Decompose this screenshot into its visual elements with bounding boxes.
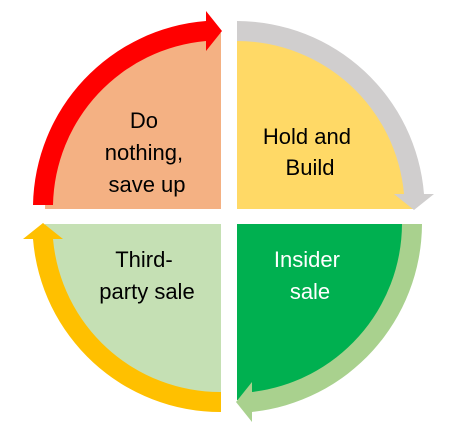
quadrant-bottom-left-label: Third- party sale: [99, 247, 194, 304]
quadrant-bottom-left-wedge: [45, 224, 221, 400]
quadrant-top-left-line-2: nothing,: [105, 140, 183, 165]
quadrant-top-right-label: Hold and Build: [263, 124, 357, 180]
quadrant-bottom-right-line-2: sale: [290, 279, 330, 304]
quadrant-bottom-right-wedge: [237, 224, 413, 400]
quadrant-bottom-left-line-1: Third-: [115, 247, 172, 272]
quadrant-bottom-right-label: Insider sale: [274, 247, 346, 304]
arrow-top-left: [33, 11, 222, 205]
quadrant-top-left-line-3: save up: [108, 172, 185, 197]
quadrant-bottom-left-line-2: party sale: [99, 279, 194, 304]
quadrant-bottom-right-line-1: Insider: [274, 247, 340, 272]
quadrant-top-right-wedge: [237, 33, 413, 209]
arrow-bottom-right: [236, 224, 422, 422]
quadrant-top-left-line-1: Do: [130, 108, 158, 133]
quadrant-top-right-line-2: Build: [286, 155, 335, 180]
arrow-top-right: [237, 21, 434, 210]
quadrant-top-right-line-1: Hold and: [263, 124, 351, 149]
quadrant-top-left-label: Do nothing, save up: [105, 108, 189, 197]
quadrant-top-left-wedge: [45, 33, 221, 209]
arrow-bottom-left: [23, 223, 221, 413]
